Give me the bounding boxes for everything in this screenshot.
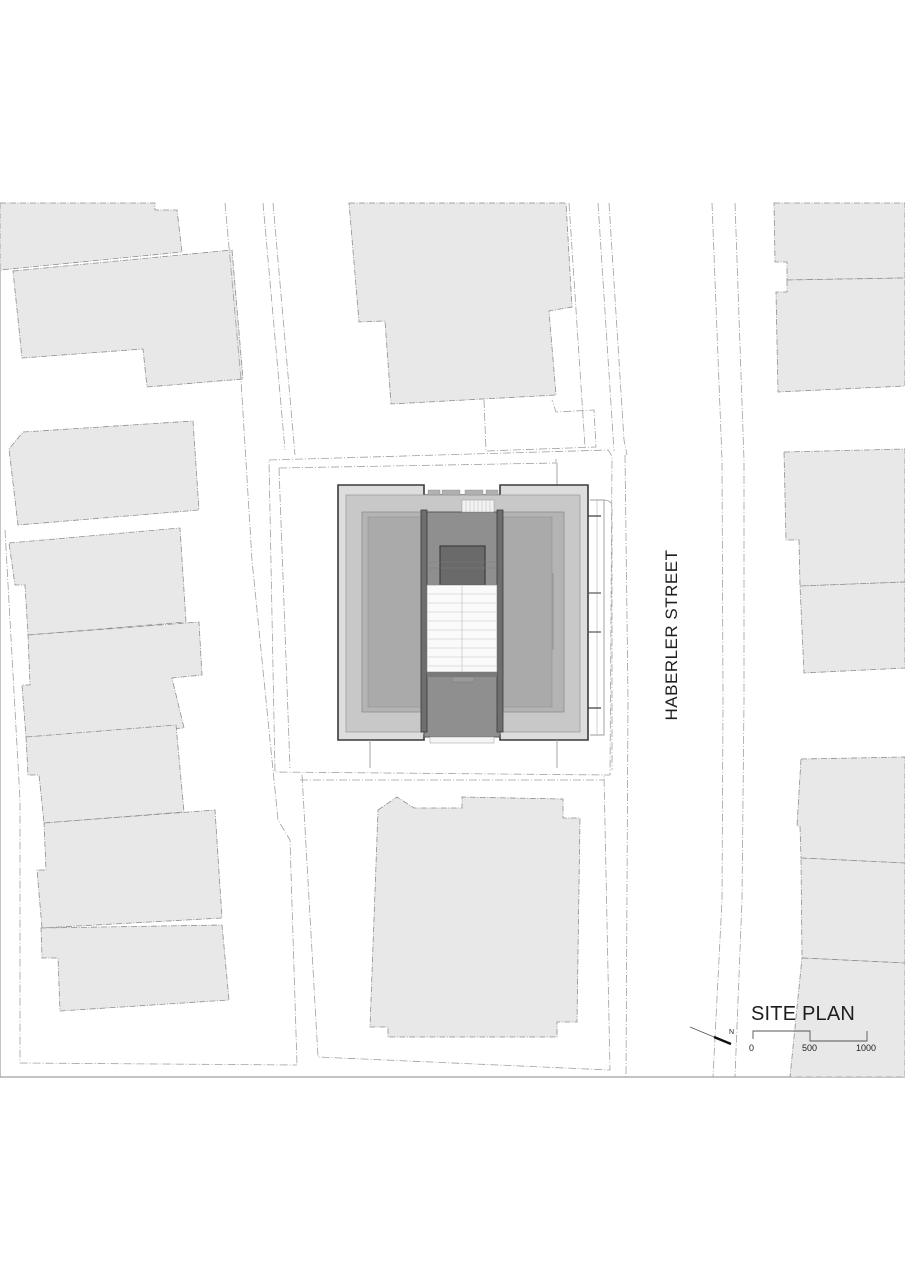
neighbor-buildings-west — [0, 202, 244, 1012]
north-label: N — [729, 1029, 735, 1036]
property-lines-north — [483, 202, 628, 456]
scale-tick-1000: 1000 — [856, 1043, 877, 1053]
north-arrow-icon — [689, 1026, 732, 1046]
property-lines-west — [4, 202, 298, 1066]
scale-bar — [752, 1030, 868, 1042]
street-edges — [624, 202, 745, 1078]
scale-tick-0: 0 — [749, 1043, 755, 1053]
scale-tick-500: 500 — [802, 1043, 818, 1053]
drawing-frame — [0, 203, 905, 1078]
neighbor-building-south — [369, 796, 581, 1038]
project-building — [337, 484, 613, 770]
drawing-title: SITE PLAN — [751, 1003, 856, 1025]
stair — [426, 584, 498, 673]
project-site-boundary — [268, 449, 613, 776]
neighbor-buildings-east — [773, 202, 905, 1078]
property-lines-south — [300, 774, 611, 1071]
street-label: HABERLER STREET — [662, 549, 681, 721]
neighbor-building-north — [348, 202, 573, 405]
